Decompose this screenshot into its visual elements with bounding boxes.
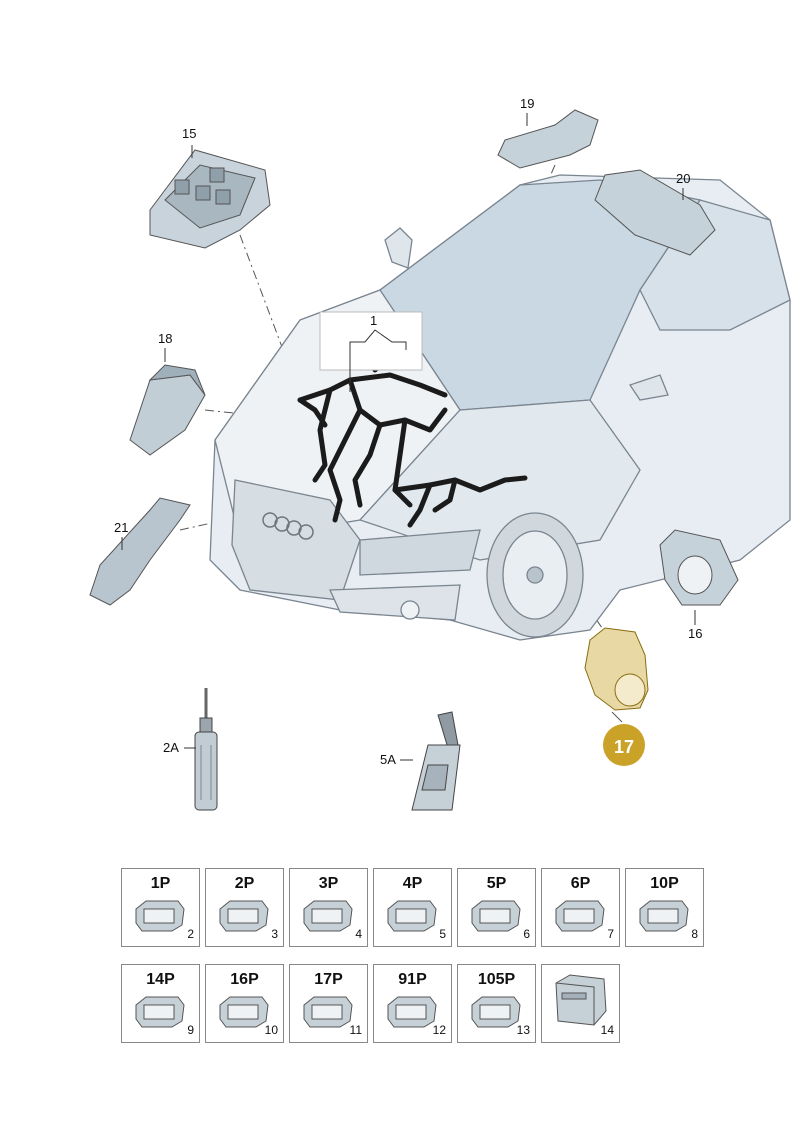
boot-17-part	[584, 627, 649, 723]
connector-pin-count: 4P	[402, 875, 423, 892]
connector-cell: 10P 8	[625, 868, 704, 947]
callout-20: 20	[676, 171, 690, 186]
connector-icon	[555, 900, 605, 932]
connector-part-number: 3	[271, 927, 278, 941]
boot-16-part	[659, 529, 739, 606]
connector-part-number: 9	[187, 1023, 194, 1037]
connector-cell: 16P 10	[205, 964, 284, 1043]
cover-20-part	[594, 169, 716, 256]
connector-pin-count: 2P	[234, 875, 255, 892]
connector-part-number: 2	[187, 927, 194, 941]
tool-2a-part	[194, 688, 218, 811]
connector-icon	[135, 900, 185, 932]
callout-15: 15	[182, 126, 196, 141]
connector-part-number: 14	[600, 1023, 614, 1037]
connector-pin-count: 1P	[150, 875, 171, 892]
control-unit-housing-icon	[555, 974, 607, 1026]
connector-part-number: 5	[439, 927, 446, 941]
connector-pin-count: 10P	[650, 875, 679, 892]
relay-part	[129, 364, 206, 456]
connector-cell: 1P 2	[121, 868, 200, 947]
callout-21: 21	[114, 520, 128, 535]
callout-17: 17	[614, 737, 634, 757]
connector-pin-count: 91P	[398, 971, 427, 988]
tool-5a-part	[411, 711, 461, 811]
connector-icon	[219, 900, 269, 932]
connector-cell: 4P 5	[373, 868, 452, 947]
connector-icon	[471, 996, 521, 1028]
cover-19-part	[497, 109, 599, 169]
connector-icon	[471, 900, 521, 932]
connector-pin-count: 5P	[486, 875, 507, 892]
connector-part-number: 13	[516, 1023, 530, 1037]
callout-18: 18	[158, 331, 172, 346]
connector-pin-count: 105P	[477, 971, 516, 988]
connector-icon	[135, 996, 185, 1028]
connector-icon	[387, 996, 437, 1028]
connector-cell-housing: 14	[541, 964, 620, 1043]
connector-pin-count: 3P	[318, 875, 339, 892]
connector-part-number: 10	[264, 1023, 278, 1037]
connector-cell: 3P 4	[289, 868, 368, 947]
wiring-harness	[297, 357, 528, 528]
connector-cell: 2P 3	[205, 868, 284, 947]
exploded-parts-diagram: 1 15 19 20 18 21 16 2A 5A 17	[89, 96, 791, 811]
fuse-box-part	[149, 149, 271, 249]
callout-16: 16	[688, 626, 702, 641]
callout-2a: 2A	[163, 740, 179, 755]
duct-part	[89, 497, 191, 606]
connector-cell: 17P 11	[289, 964, 368, 1043]
connector-part-number: 4	[355, 927, 362, 941]
connector-icon	[303, 996, 353, 1028]
connector-icon	[387, 900, 437, 932]
connector-cell: 5P 6	[457, 868, 536, 947]
callout-harness: 1	[370, 313, 377, 328]
connector-icon	[639, 900, 689, 932]
callout-19: 19	[520, 96, 534, 111]
connector-pin-count: 16P	[230, 971, 259, 988]
connector-part-number: 8	[691, 927, 698, 941]
connector-part-number: 12	[432, 1023, 446, 1037]
connector-icon	[303, 900, 353, 932]
connector-cell: 91P 12	[373, 964, 452, 1043]
connector-pin-count: 6P	[570, 875, 591, 892]
connector-icon	[219, 996, 269, 1028]
connector-part-number: 6	[523, 927, 530, 941]
connector-part-number: 11	[349, 1023, 362, 1037]
connector-cell: 14P 9	[121, 964, 200, 1043]
connector-pin-count: 14P	[146, 971, 175, 988]
callout-5a: 5A	[380, 752, 396, 767]
connector-pin-count: 17P	[314, 971, 343, 988]
highlight-badge	[603, 724, 645, 766]
connector-cell: 6P 7	[541, 868, 620, 947]
connector-cell: 105P 13	[457, 964, 536, 1043]
harness-callout-box	[319, 311, 423, 392]
connector-part-number: 7	[607, 927, 614, 941]
